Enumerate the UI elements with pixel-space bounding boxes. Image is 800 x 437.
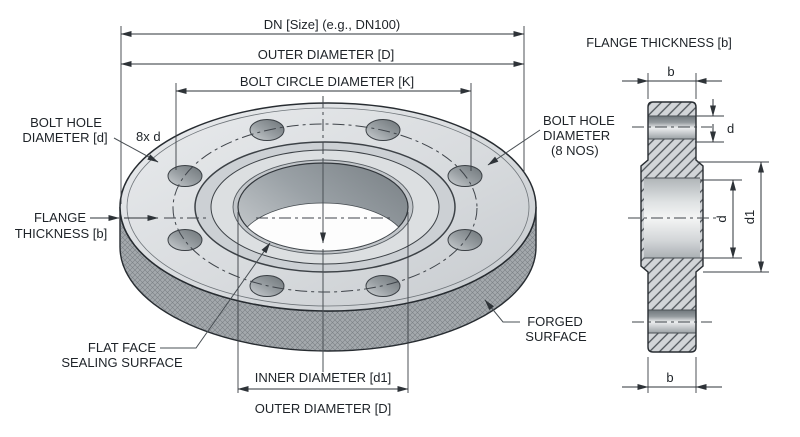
label-bolt-count: 8x d (136, 129, 161, 144)
dim-outer-diameter-bottom-label: OUTER DIAMETER [D] (255, 401, 392, 416)
label-flat-face-2: SEALING SURFACE (61, 355, 183, 370)
side-view: FLANGE THICKNESS [b] b d (586, 35, 769, 393)
dim-outer-diameter-label: OUTER DIAMETER [D] (258, 47, 395, 62)
label-forged-2: SURFACE (525, 329, 587, 344)
dim-b-bottom-label: b (666, 370, 673, 385)
leader-flat-face (160, 242, 271, 349)
label-flat-face-1: FLAT FACE (88, 340, 156, 355)
section-outline (640, 101, 704, 353)
leader-forged-surface (484, 299, 520, 323)
bolt-circle-centerline (172, 123, 478, 293)
dim-dn-label: DN [Size] (e.g., DN100) (264, 17, 401, 32)
dim-d1-label: d1 (742, 210, 757, 224)
label-flange-thickness-1: FLANGE (34, 210, 86, 225)
dim-b-top-label: b (667, 64, 674, 79)
bolt-holes (167, 119, 483, 297)
label-bolt-hole-left-2: DIAMETER [d] (22, 130, 107, 145)
leader-bolt-hole-left (113, 137, 159, 163)
label-bolt-hole-right-1: BOLT HOLE (543, 113, 615, 128)
bolt-hole (167, 165, 203, 187)
label-bolt-hole-right-2: DIAMETER (543, 128, 610, 143)
label-bolt-hole-right-3: (8 NOS) (551, 143, 599, 158)
bolt-hole (167, 229, 203, 251)
dim-d-hole-label: d (727, 121, 734, 136)
leader-bolt-hole-right (487, 129, 541, 166)
label-forged-1: FORGED (527, 314, 583, 329)
bolt-hole (365, 275, 401, 297)
front-view-dimensions: DN [Size] (e.g., DN100) OUTER DIAMETER [… (15, 17, 615, 416)
side-view-title: FLANGE THICKNESS [b] (586, 35, 732, 50)
dim-inner-diameter-label: INNER DIAMETER [d1] (255, 370, 392, 385)
dim-bolt-circle-label: BOLT CIRCLE DIAMETER [K] (240, 74, 414, 89)
label-flange-thickness-2: THICKNESS [b] (15, 226, 107, 241)
front-view (119, 96, 537, 352)
dim-d-bore-label: d (714, 215, 729, 222)
label-bolt-hole-left-1: BOLT HOLE (30, 115, 102, 130)
rim-chamfer-ring (126, 107, 530, 307)
